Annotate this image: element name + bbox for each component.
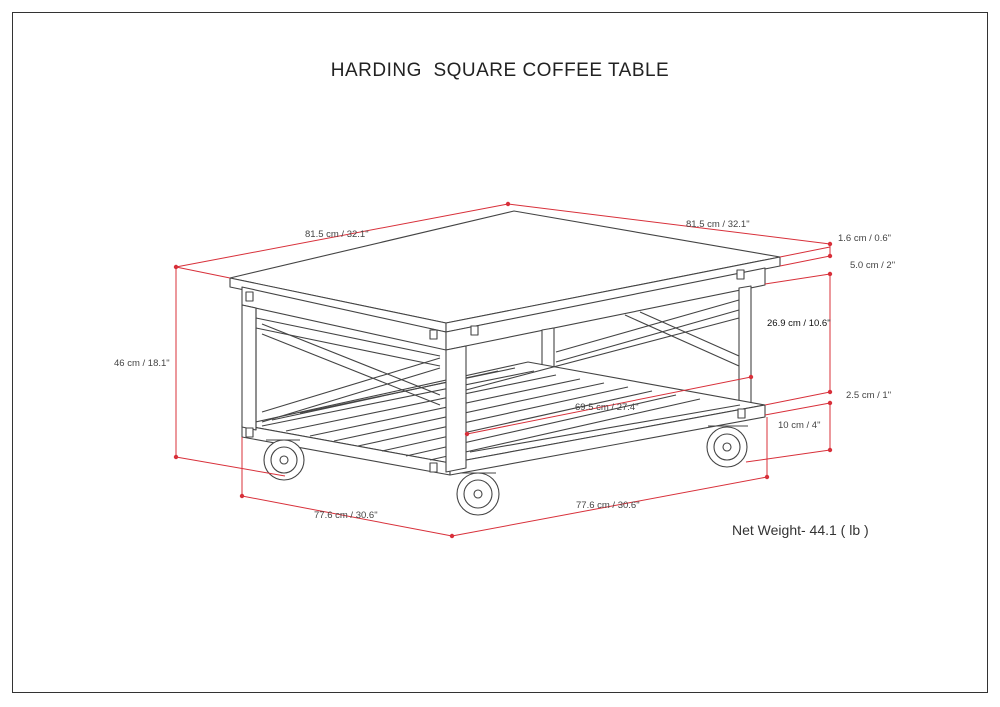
net-weight-label: Net Weight- 44.1 ( lb ) <box>732 522 869 538</box>
dim-leg-clearance: 26.9 cm / 10.6" <box>767 318 831 329</box>
caster-right-icon <box>706 425 748 468</box>
dim-base-right-width: 77.6 cm / 30.6" <box>576 500 640 511</box>
right-side-frame <box>465 299 740 391</box>
dim-shelf-thickness: 2.5 cm / 1" <box>846 390 891 401</box>
dim-apron-height: 5.0 cm / 2" <box>850 260 895 271</box>
dimension-points <box>173 201 833 539</box>
dim-top-thickness: 1.6 cm / 0.6" <box>838 233 891 244</box>
caster-left-icon <box>263 439 305 481</box>
dim-top-left-width: 81.5 cm / 32.1" <box>305 229 369 240</box>
dim-base-left-width: 77.6 cm / 30.6" <box>314 510 378 521</box>
table-top <box>229 210 781 333</box>
dim-top-right-width: 81.5 cm / 32.1" <box>686 219 750 230</box>
product-title: HARDING SQUARE COFFEE TABLE <box>330 60 670 81</box>
dim-overall-height: 46 cm / 18.1" <box>114 358 170 369</box>
caster-wheels <box>263 425 748 516</box>
dimension-lines <box>175 203 831 537</box>
front-leg <box>445 345 467 473</box>
lower-shelf <box>241 361 766 476</box>
caster-front-icon <box>456 472 500 516</box>
dim-shelf-diagonal: 69.5 cm / 27.4" <box>575 402 639 413</box>
dim-caster-height: 10 cm / 4" <box>778 420 820 431</box>
bolt-details <box>245 269 746 473</box>
coffee-table-illustration <box>229 210 781 516</box>
left-side-frame <box>241 304 441 431</box>
drawing-frame <box>12 12 988 693</box>
